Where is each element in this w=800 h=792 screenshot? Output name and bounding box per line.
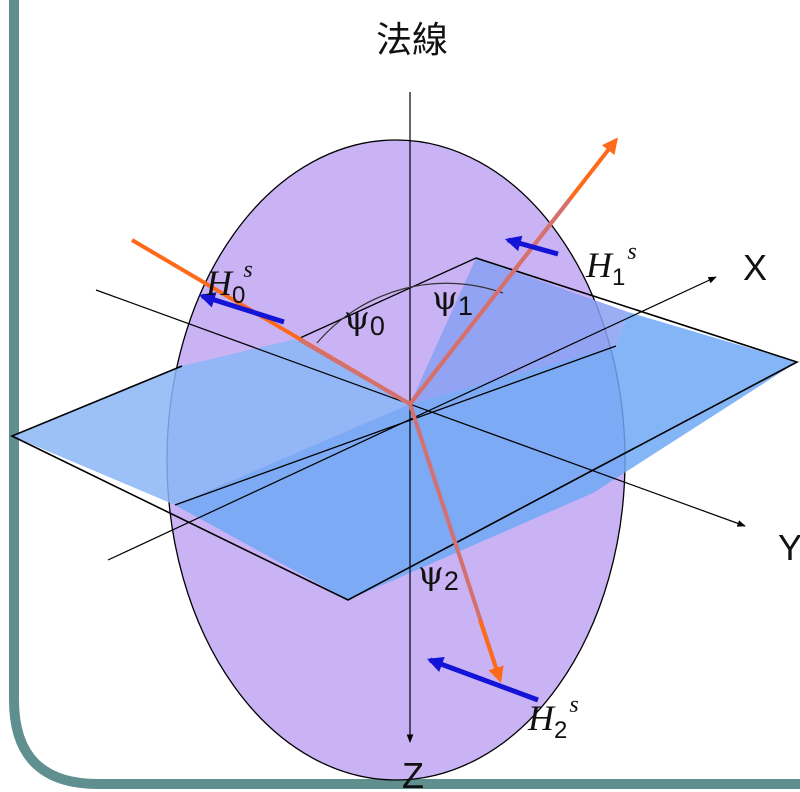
interface-plane-left (12, 338, 410, 505)
h2-label: H2s (527, 692, 579, 744)
axis-y-label: Y (778, 527, 800, 568)
psi2-label: ψ2 (418, 553, 459, 596)
h2-field-arrow (426, 656, 539, 703)
axis-y (95, 289, 746, 527)
h1-label: H1s (585, 239, 637, 291)
h1-field-arrow (504, 235, 559, 257)
psi0-label: ψ0 (344, 298, 385, 341)
psi1-label: ψ1 (432, 278, 473, 321)
axis-z-label: Z (402, 755, 424, 792)
slide-frame (9, 0, 800, 789)
interface-plane-outline (10, 257, 800, 601)
interface-plane-center-line (174, 345, 617, 506)
interface-plane-back (410, 258, 628, 404)
incident-ray-inside (298, 338, 412, 406)
angle-arc (316, 282, 504, 344)
normal-label: 法線 (376, 19, 448, 60)
interface-plane-front-right (175, 312, 797, 600)
axis-x-label: X (743, 247, 767, 288)
h0-label: H0s (205, 257, 253, 309)
interface-plane-back-edge (299, 257, 477, 339)
axis-x (107, 276, 717, 561)
reflected-ray-inside (408, 197, 572, 406)
h0-field-arrow (198, 292, 285, 325)
transmitted-ray-tip (478, 619, 502, 681)
